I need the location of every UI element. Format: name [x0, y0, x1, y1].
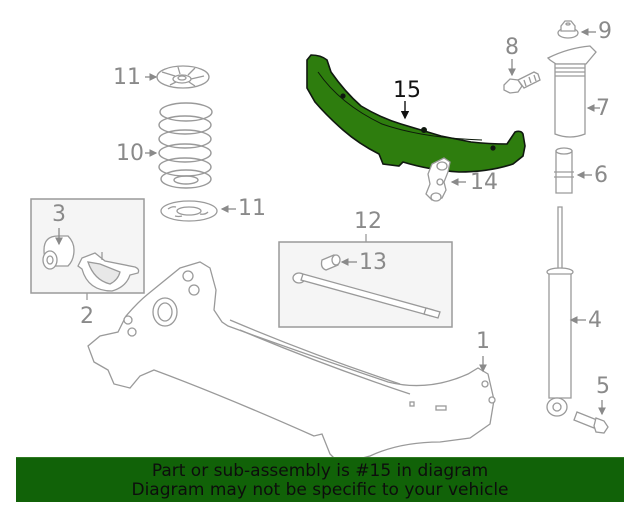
bracket[interactable] — [425, 157, 451, 202]
track-bar-bushing[interactable] — [320, 254, 341, 271]
spring-insulator-bottom[interactable] — [160, 200, 218, 222]
dust-boot[interactable] — [546, 45, 597, 138]
callout-7[interactable]: 7 — [596, 96, 610, 121]
callout-2[interactable]: 2 — [80, 304, 94, 329]
shock-absorber[interactable] — [546, 206, 574, 417]
upper-bolt[interactable] — [503, 71, 541, 94]
callout-15-highlighted[interactable]: 15 — [393, 78, 421, 103]
banner-line-disclaimer: Diagram may not be specific to your vehi… — [131, 480, 509, 500]
callout-9[interactable]: 9 — [598, 19, 612, 44]
callout-12[interactable]: 12 — [354, 209, 382, 234]
crossmember-highlighted[interactable] — [306, 54, 526, 173]
coil-spring[interactable] — [158, 102, 213, 189]
callout-5[interactable]: 5 — [596, 374, 610, 399]
callout-1[interactable]: 1 — [476, 329, 490, 354]
rear-axle-beam[interactable] — [87, 261, 496, 465]
callout-13[interactable]: 13 — [359, 250, 387, 275]
callout-11-bottom[interactable]: 11 — [238, 196, 266, 221]
shock-bolt[interactable] — [573, 411, 609, 434]
callout-4[interactable]: 4 — [588, 308, 602, 333]
callout-8[interactable]: 8 — [505, 35, 519, 60]
callout-3[interactable]: 3 — [52, 202, 66, 227]
callout-6[interactable]: 6 — [594, 163, 608, 188]
callout-14[interactable]: 14 — [470, 170, 498, 195]
info-banner: Part or sub-assembly is #15 in diagram D… — [16, 457, 624, 502]
bushing[interactable] — [42, 235, 75, 270]
callout-11-top[interactable]: 11 — [113, 65, 141, 90]
spring-insulator-top[interactable] — [156, 65, 210, 89]
bump-stop[interactable] — [554, 147, 574, 194]
track-bar[interactable] — [292, 272, 441, 319]
banner-line-part: Part or sub-assembly is #15 in diagram — [151, 461, 489, 481]
callout-10[interactable]: 10 — [116, 141, 144, 166]
bushing-bracket[interactable] — [77, 252, 140, 292]
nut[interactable] — [557, 20, 579, 39]
